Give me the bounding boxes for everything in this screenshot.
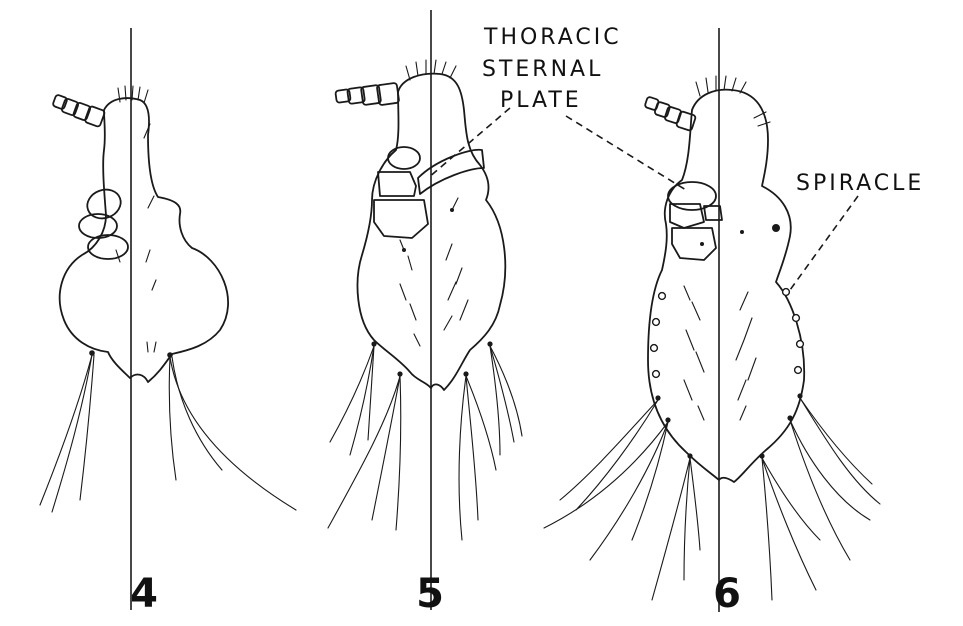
figure-6-number: 6	[713, 571, 741, 617]
figure-4-body-outline	[60, 98, 228, 382]
spiracle-callout: SPIRACLE	[790, 171, 924, 290]
thoracic-leader-line-fig6	[566, 116, 686, 190]
thoracic-label-line1: THORACIC	[483, 25, 622, 50]
figure-5-number: 5	[416, 571, 444, 617]
spiracle-left-4	[653, 371, 660, 378]
figure-4-number: 4	[130, 571, 158, 617]
figure-4-tail-setae	[40, 350, 296, 512]
figure-5-sternal-plates	[374, 147, 484, 238]
figure-6-lateral-spiracles	[651, 289, 804, 378]
figure-6-antenna	[644, 96, 696, 131]
figure-6-body-setae	[684, 224, 780, 420]
figure-6-larva: 6	[544, 28, 880, 617]
spiracle-right-1	[783, 289, 790, 296]
figure-6-tail-setae	[544, 393, 880, 600]
figure-5-larva: 5	[328, 10, 522, 617]
figure-5-antenna	[335, 83, 399, 106]
thoracic-label-line2: STERNAL	[482, 57, 603, 82]
spiracle-left-2	[653, 319, 660, 326]
spiracle-right-2	[793, 315, 800, 322]
spiracle-right-4	[795, 367, 802, 374]
figure-6-body-outline	[648, 90, 804, 482]
thoracic-leader-line-fig5	[428, 108, 510, 178]
figure-6-head-bristles	[696, 76, 770, 126]
figure-4-antenna	[52, 94, 105, 127]
spiracle-right-3	[797, 341, 804, 348]
figure-6-sternal-plates	[668, 182, 722, 260]
spiracle-left-3	[651, 345, 658, 352]
figure-4-larva: 4	[40, 28, 296, 617]
spiracle-label: SPIRACLE	[796, 171, 924, 196]
spiracle-left-1	[659, 293, 666, 300]
figure-4-sternal-plates	[79, 185, 128, 259]
figure-5-body-setae	[400, 198, 468, 346]
spiracle-leader-line	[790, 196, 858, 290]
figure-4-head-bristles	[118, 86, 148, 103]
figure-5-tail-setae	[328, 341, 522, 540]
thoracic-label-line3: PLATE	[500, 88, 582, 113]
